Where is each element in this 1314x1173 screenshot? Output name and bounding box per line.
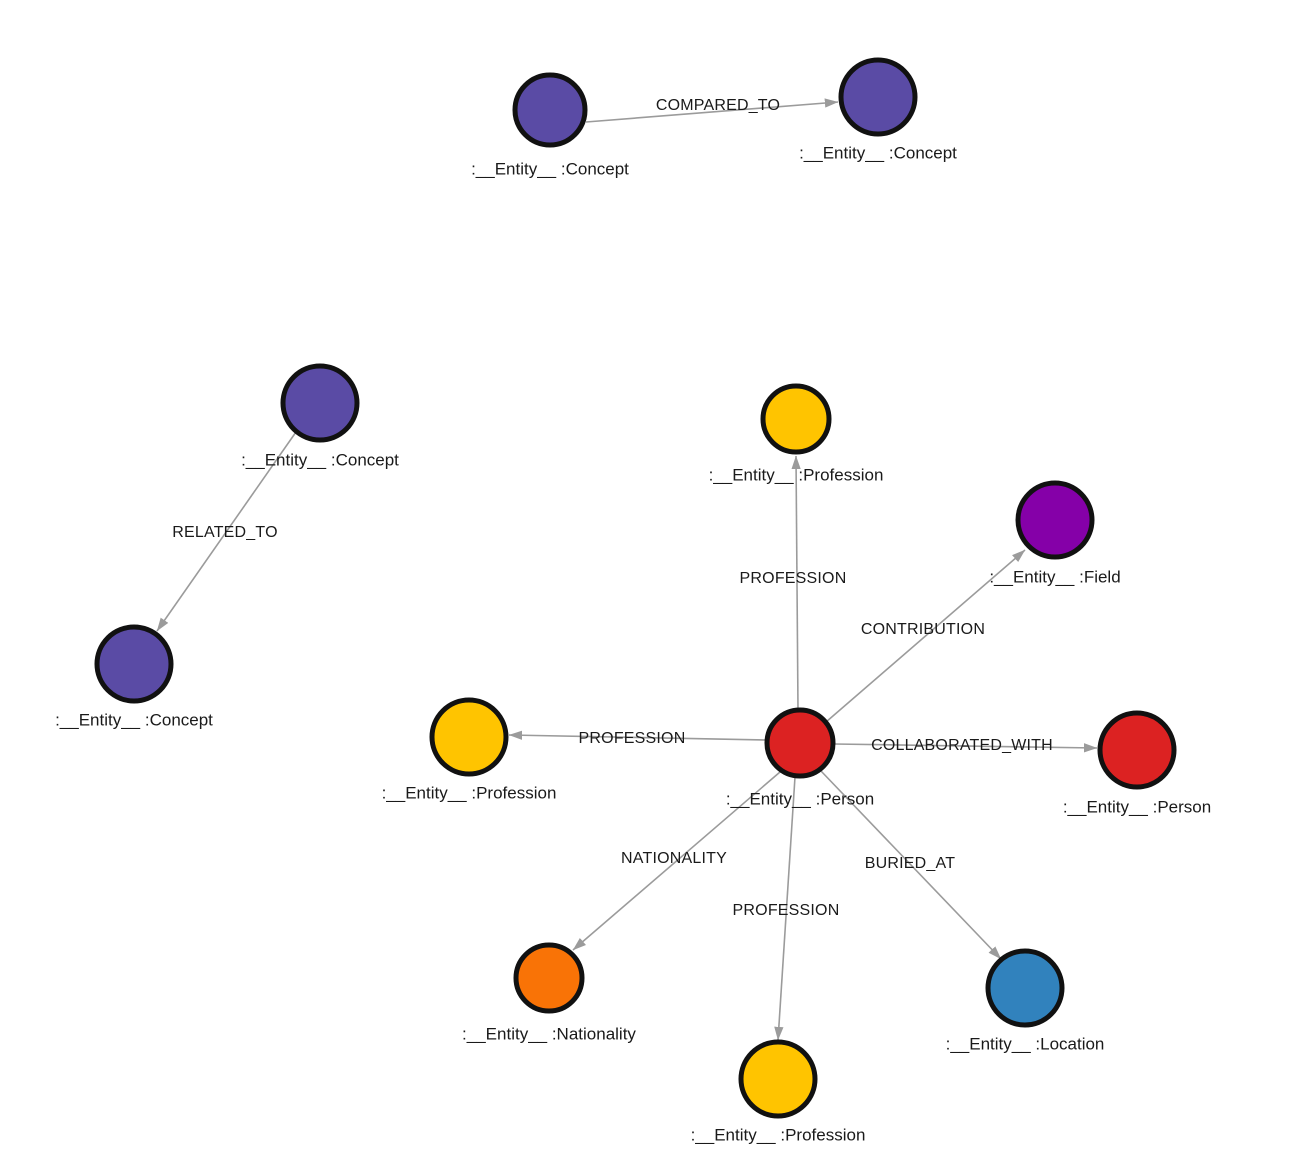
edge-label: CONTRIBUTION [861, 621, 985, 638]
node-label: :__Entity__ :Profession [691, 1125, 866, 1144]
node-label: :__Entity__ :Concept [241, 450, 399, 469]
edge-label: PROFESSION [579, 730, 686, 747]
node-label: :__Entity__ :Person [726, 789, 874, 808]
node-label: :__Entity__ :Person [1063, 797, 1211, 816]
graph-edge[interactable] [825, 549, 1026, 723]
graph-node[interactable] [429, 697, 509, 777]
edges-layer [156, 98, 1098, 1041]
graph-node[interactable] [738, 1039, 818, 1119]
graph-edge[interactable] [791, 455, 801, 711]
node-labels-layer: :__Entity__ :Concept :__Entity__ :Concept… [55, 143, 1211, 1144]
edge-label: BURIED_AT [865, 855, 955, 872]
edge-label: PROFESSION [733, 902, 840, 919]
graph-edge[interactable] [508, 730, 767, 741]
node-label: :__Entity__ :Concept [471, 159, 629, 178]
graph-node[interactable] [985, 948, 1065, 1028]
node-label: :__Entity__ :Concept [55, 710, 213, 729]
graph-edge[interactable] [585, 98, 839, 123]
node-label: :__Entity__ :Nationality [462, 1024, 636, 1043]
graph-node[interactable] [512, 72, 588, 148]
node-label: :__Entity__ :Profession [382, 783, 557, 802]
edge-labels-layer: COMPARED_TO RELATED_TO PROFESSION CONTRIBUT… [172, 97, 1053, 919]
nodes-layer [94, 57, 1177, 1119]
edge-label: COLLABORATED_WITH [871, 737, 1053, 754]
graph-node[interactable] [1015, 480, 1095, 560]
node-label: :__Entity__ :Location [946, 1034, 1105, 1053]
edge-label: COMPARED_TO [656, 97, 780, 114]
graph-node[interactable] [838, 57, 918, 137]
node-label: :__Entity__ :Profession [709, 465, 884, 484]
node-label: :__Entity__ :Concept [799, 143, 957, 162]
graph-node[interactable] [94, 624, 174, 704]
graph-edge[interactable] [820, 770, 1002, 960]
graph-edge[interactable] [833, 743, 1098, 753]
node-label: :__Entity__ :Field [989, 567, 1120, 586]
graph-edge[interactable] [572, 771, 781, 951]
graph-edge[interactable] [156, 431, 297, 632]
edge-label: NATIONALITY [621, 850, 727, 867]
edge-label: RELATED_TO [172, 524, 277, 541]
graph-node[interactable] [764, 707, 836, 779]
graph-node[interactable] [1097, 710, 1177, 790]
graph-node[interactable] [280, 363, 360, 443]
edge-label: PROFESSION [740, 570, 847, 587]
graph-edge[interactable] [774, 776, 796, 1041]
graph-node[interactable] [760, 383, 832, 455]
graph-node[interactable] [513, 942, 585, 1014]
